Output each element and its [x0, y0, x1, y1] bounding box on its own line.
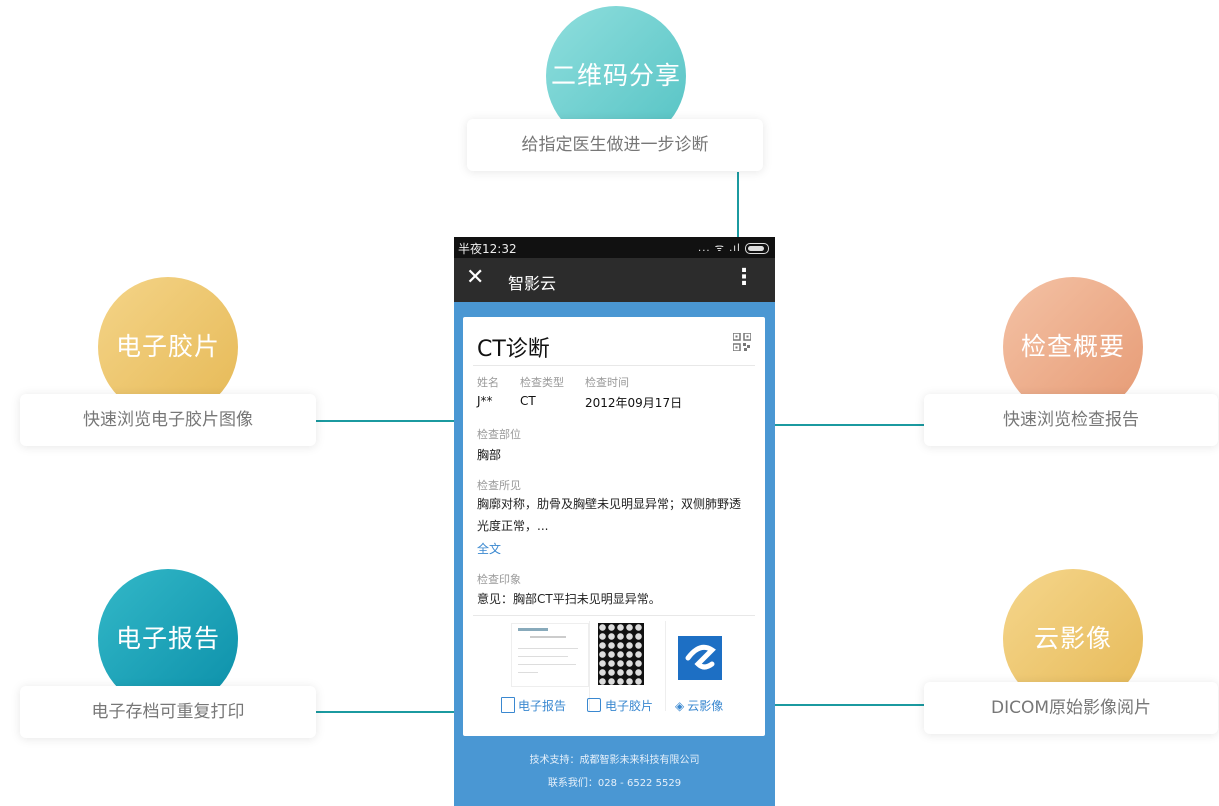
- qr-code-icon[interactable]: [733, 333, 751, 351]
- close-icon[interactable]: ✕: [466, 265, 485, 290]
- overview-card: 快速浏览检查报告: [924, 394, 1218, 446]
- impression-text: 意见：胸部CT平扫未见明显异常。: [477, 592, 661, 606]
- full-text-link[interactable]: 全文: [477, 542, 502, 556]
- overview-bubble: 检查概要: [1003, 277, 1143, 417]
- report-title: CT诊断: [477, 337, 550, 362]
- cloud-image-button[interactable]: ◈云影像: [675, 697, 723, 714]
- e-film-card: 快速浏览电子胶片图像: [20, 394, 316, 446]
- divider: [665, 621, 666, 711]
- report-thumbnail[interactable]: [511, 623, 589, 687]
- label-type: 检查类型: [520, 376, 564, 389]
- label-name: 姓名: [477, 376, 499, 389]
- connector-cloud: [735, 704, 925, 706]
- label-impression: 检查印象: [477, 573, 521, 586]
- divider: [473, 365, 755, 366]
- e-report-card: 电子存档可重复打印: [20, 686, 316, 738]
- e-report-button[interactable]: 电子报告: [501, 697, 566, 714]
- cloud-image-label: 云影像: [687, 699, 724, 713]
- layers-icon: ◈: [675, 699, 685, 713]
- value-part: 胸部: [477, 448, 502, 462]
- findings-line-1: 胸廓对称，肋骨及胸壁未见明显异常；双侧肺野透: [477, 497, 742, 511]
- nav-bar: ✕ 智影云 ⋮: [454, 258, 775, 302]
- e-film-label: 电子胶片: [605, 699, 654, 713]
- status-time: 半夜12:32: [458, 242, 517, 256]
- cloud-app-logo[interactable]: [678, 636, 722, 680]
- report-card: CT诊断 姓名 检查类型 检查时间 J** CT 2012年09月17日 检查部…: [463, 317, 765, 736]
- e-film-button[interactable]: 电子胶片: [587, 697, 653, 714]
- divider: [589, 621, 590, 711]
- value-type: CT: [520, 394, 536, 408]
- findings-line-2: 光度正常，...: [477, 519, 549, 533]
- status-icons: ... ᯤ .ıl: [698, 240, 769, 254]
- phone-screen: 半夜12:32 ... ᯤ .ıl ✕ 智影云 ⋮ CT诊断 姓名 检查类型 检…: [454, 237, 775, 806]
- label-findings: 检查所见: [477, 479, 521, 492]
- footer-support: 技术支持：成都智影未来科技有限公司: [529, 755, 700, 766]
- z-logo-icon: [685, 644, 716, 670]
- connector-overview: [735, 424, 925, 426]
- film-thumbnail[interactable]: [598, 623, 644, 685]
- status-bar: 半夜12:32 ... ᯤ .ıl: [454, 237, 775, 258]
- divider: [473, 615, 755, 616]
- more-menu-icon[interactable]: ⋮: [733, 265, 755, 290]
- connector-report: [316, 711, 500, 713]
- label-time: 检查时间: [585, 376, 629, 389]
- e-report-bubble: 电子报告: [98, 569, 238, 709]
- footer-contact: 联系我们：028 - 6522 5529: [547, 778, 682, 789]
- film-icon: [587, 698, 601, 712]
- value-time: 2012年09月17日: [585, 396, 683, 410]
- cloud-image-card: DICOM原始影像阅片: [924, 682, 1218, 734]
- battery-icon: [745, 242, 769, 254]
- label-part: 检查部位: [477, 428, 521, 441]
- signal-icon: ... ᯤ .ıl: [698, 243, 741, 254]
- e-film-bubble: 电子胶片: [98, 277, 238, 417]
- qr-share-card: 给指定医生做进一步诊断: [467, 119, 763, 171]
- e-report-label: 电子报告: [518, 699, 567, 713]
- value-name: J**: [477, 394, 493, 408]
- app-title: 智影云: [508, 274, 557, 293]
- report-doc-icon: [501, 697, 515, 713]
